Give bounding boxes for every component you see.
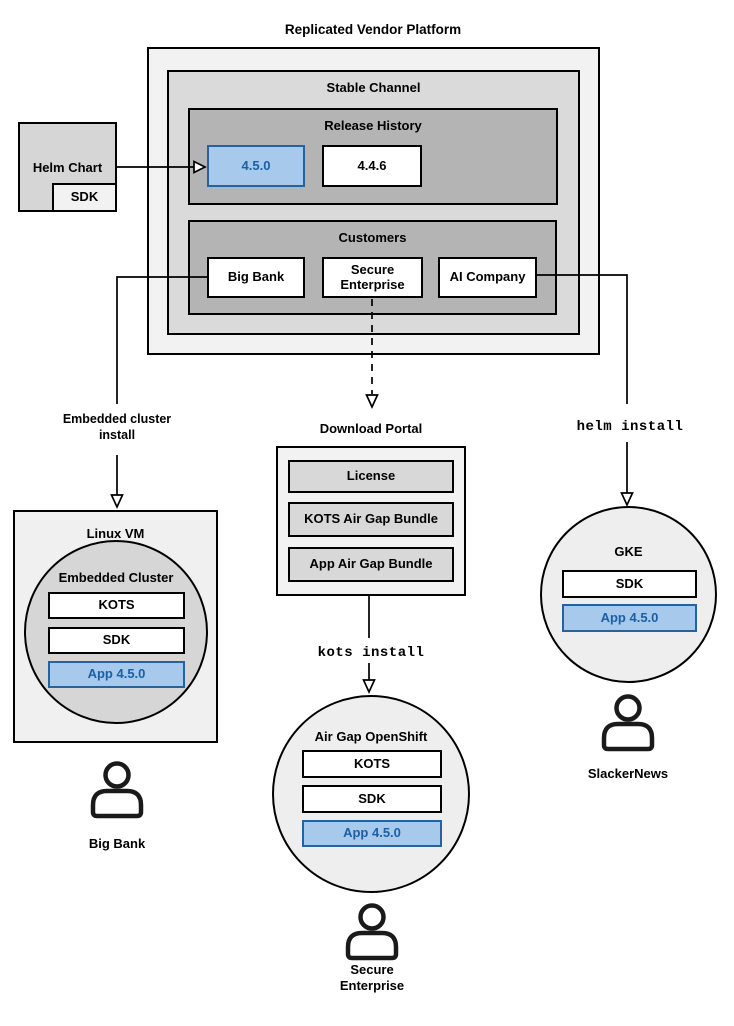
openshift-sdk: SDK <box>302 785 442 813</box>
portal-kots-airgap-bundle: KOTS Air Gap Bundle <box>288 502 454 537</box>
user-icon-slackernews <box>601 694 655 752</box>
helm-chart-sdk: SDK <box>52 183 117 212</box>
user-label-secure-enterprise: Secure Enterprise <box>339 962 405 994</box>
customer-big-bank: Big Bank <box>207 257 305 298</box>
customer-secure-enterprise: Secure Enterprise <box>322 257 423 298</box>
user-icon-secure-enterprise <box>345 903 399 961</box>
user-body <box>90 788 144 819</box>
user-body <box>601 721 655 752</box>
helm-chart-label: Helm Chart <box>32 160 103 175</box>
platform-title: Replicated Vendor Platform <box>284 22 462 37</box>
arrowhead-down-gke <box>620 492 634 508</box>
portal-app-airgap-bundle: App Air Gap Bundle <box>288 547 454 582</box>
arrowhead-down-linux-vm <box>110 494 124 510</box>
portal-license: License <box>288 460 454 493</box>
linux-vm-sdk: SDK <box>48 627 185 654</box>
release-history-title: Release History <box>324 118 422 133</box>
stable-channel-title: Stable Channel <box>326 80 421 95</box>
air-gap-openshift-title: Air Gap OpenShift <box>314 729 428 744</box>
linux-vm-kots: KOTS <box>48 592 185 619</box>
user-body <box>345 930 399 961</box>
customer-ai-company: AI Company <box>438 257 537 298</box>
customers-title: Customers <box>338 230 407 245</box>
release-450: 4.5.0 <box>207 145 305 187</box>
gke-app: App 4.5.0 <box>562 604 697 632</box>
download-portal-title: Download Portal <box>319 421 423 436</box>
linux-vm-title: Linux VM <box>86 526 145 541</box>
arrowhead-down-openshift <box>362 679 376 695</box>
openshift-app: App 4.5.0 <box>302 820 442 847</box>
user-label-slackernews: SlackerNews <box>587 766 669 781</box>
edge-helm-install: helm install <box>576 419 684 435</box>
user-icon-big-bank <box>90 761 144 819</box>
edge-kots-install: kots install <box>317 645 425 661</box>
embedded-cluster-title: Embedded Cluster <box>58 570 174 585</box>
edge-embedded-cluster-install: Embedded cluster install <box>62 412 172 442</box>
linux-vm-app: App 4.5.0 <box>48 661 185 688</box>
user-label-big-bank: Big Bank <box>88 836 146 851</box>
release-446: 4.4.6 <box>322 145 422 187</box>
gke-title: GKE <box>614 544 643 559</box>
arrowhead-down-download-portal <box>365 394 379 410</box>
gke-sdk: SDK <box>562 570 697 598</box>
openshift-kots: KOTS <box>302 750 442 778</box>
user-head <box>614 694 642 722</box>
user-head <box>103 761 131 789</box>
user-head <box>358 903 386 931</box>
